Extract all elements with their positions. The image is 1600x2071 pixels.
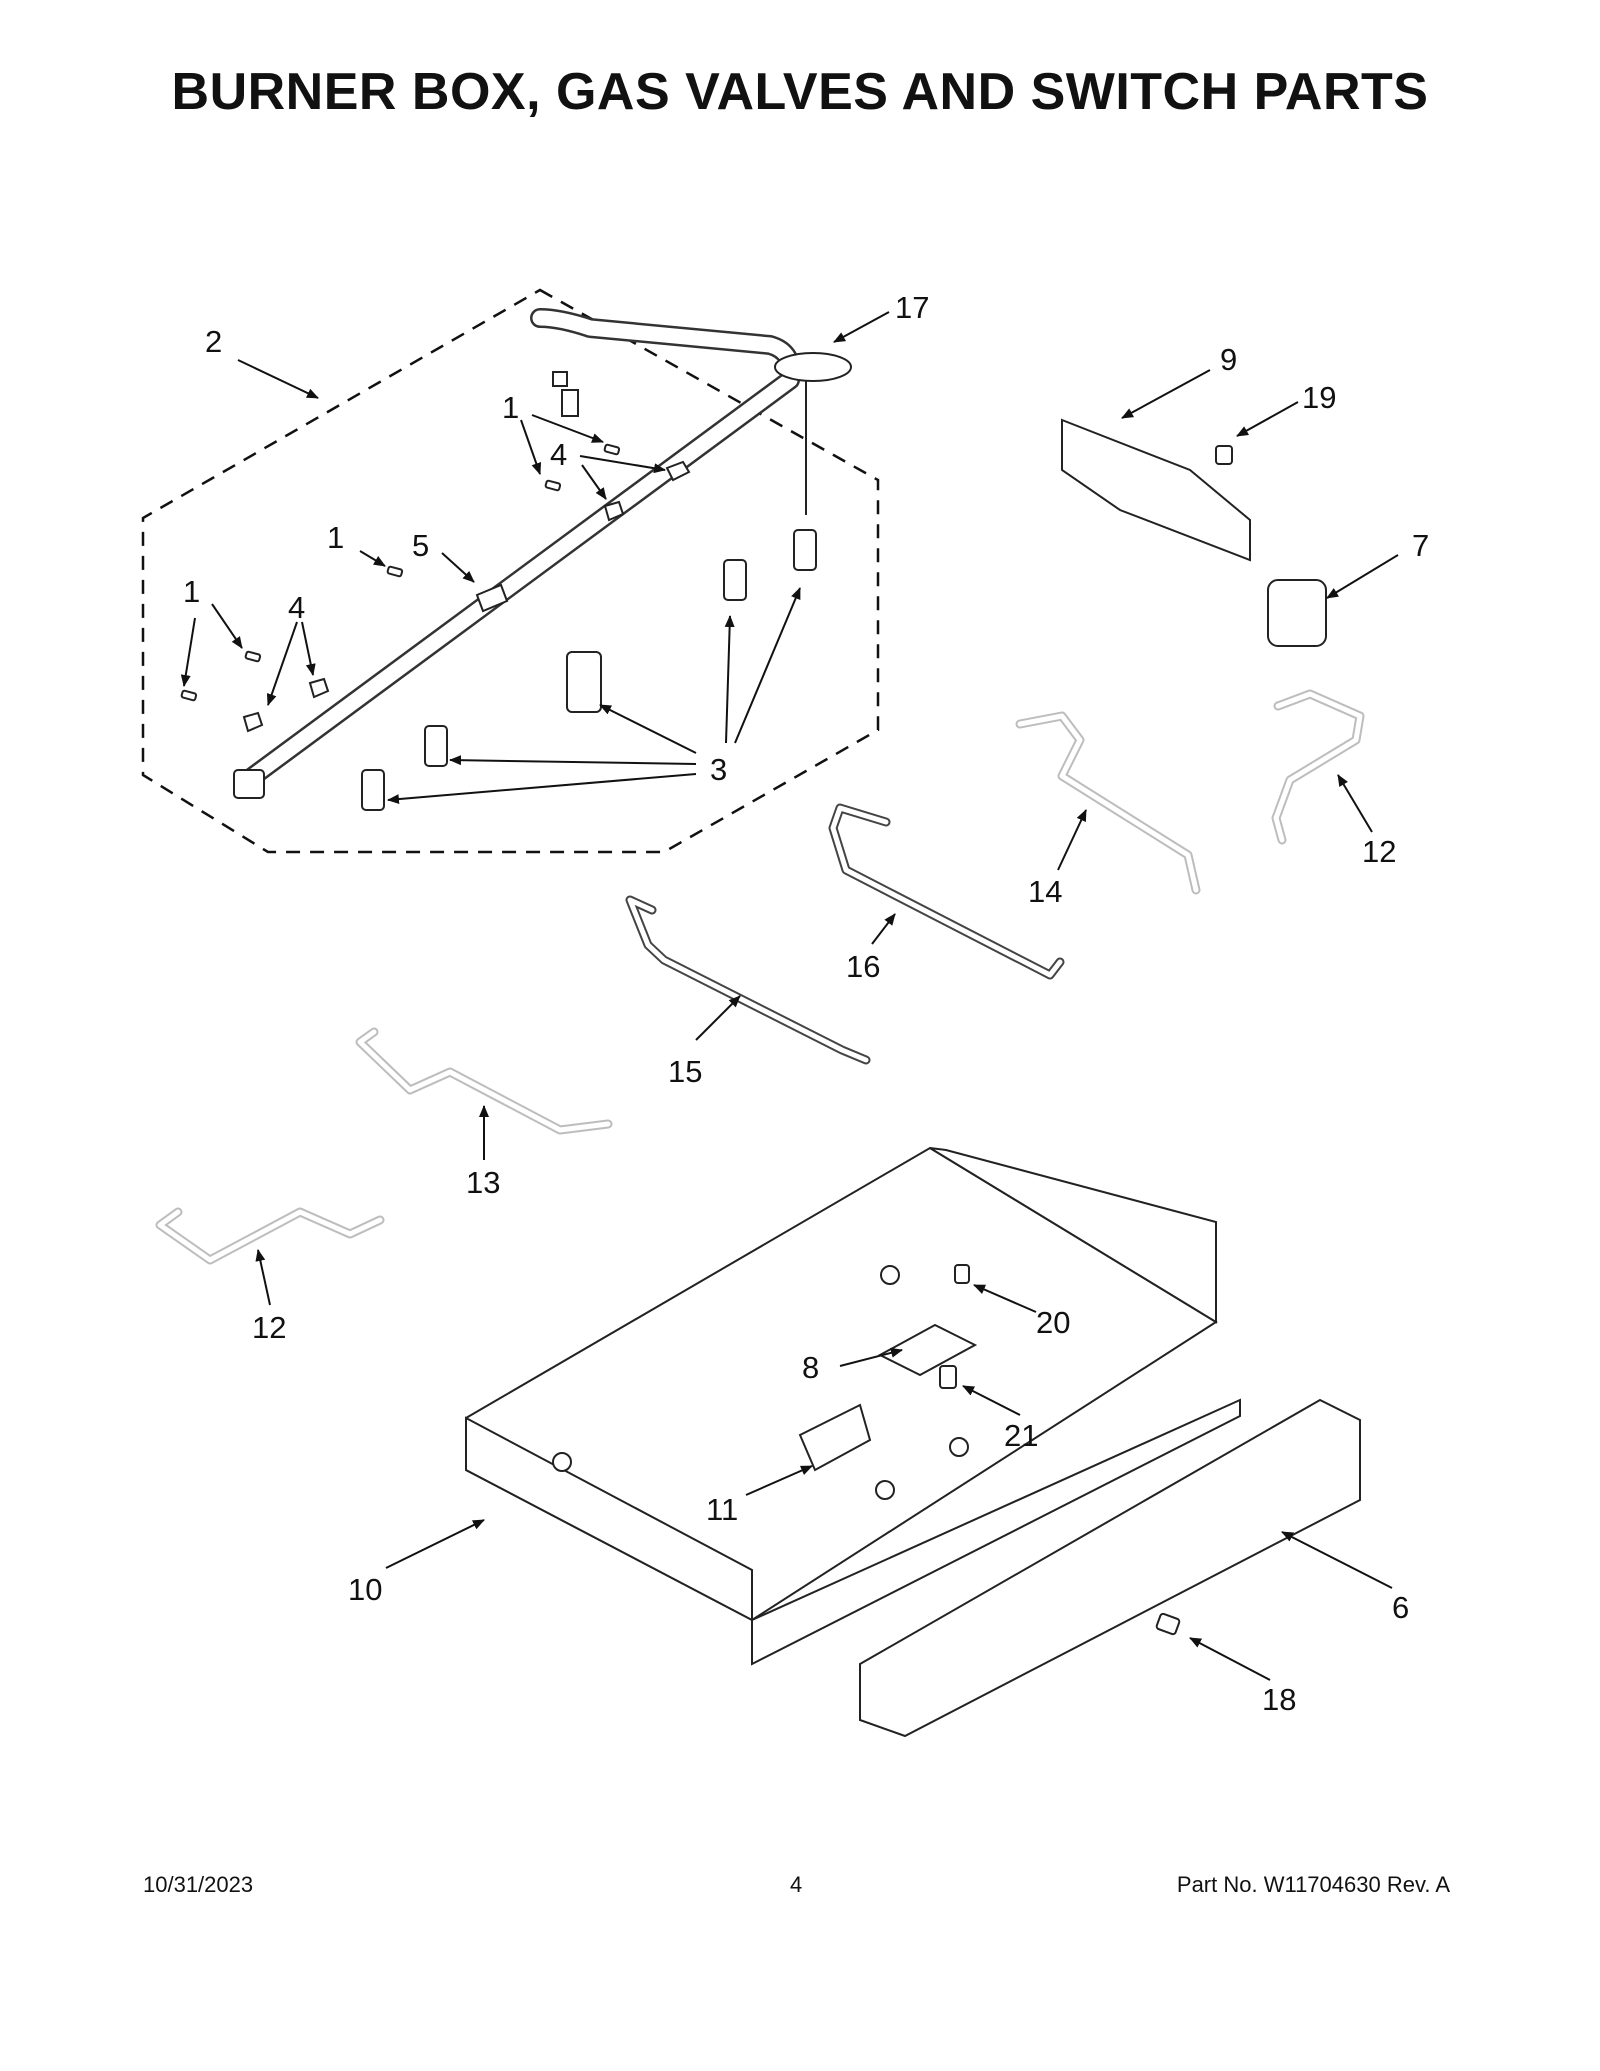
switch-bracket-part-8 bbox=[877, 1323, 978, 1377]
callout-1-top: 1 bbox=[502, 390, 519, 425]
callout-2: 2 bbox=[205, 324, 222, 359]
screw-part-19 bbox=[1215, 445, 1233, 465]
callout-15: 15 bbox=[668, 1054, 702, 1089]
screw-parts-1 bbox=[180, 443, 621, 702]
callout-4-top: 4 bbox=[550, 437, 567, 472]
clip-parts-4-5 bbox=[242, 460, 691, 733]
callout-4-left: 4 bbox=[288, 590, 305, 625]
callout-7: 7 bbox=[1412, 528, 1429, 563]
callout-3: 3 bbox=[710, 752, 727, 787]
callout-12-right: 12 bbox=[1362, 834, 1396, 869]
page-title: BURNER BOX, GAS VALVES AND SWITCH PARTS bbox=[171, 63, 1429, 121]
callout-13: 13 bbox=[466, 1165, 500, 1200]
pressure-regulator-part-7 bbox=[1267, 579, 1327, 647]
front-trim-part-6 bbox=[859, 1398, 1361, 1738]
callout-14: 14 bbox=[1028, 874, 1062, 909]
callout-1-left: 1 bbox=[183, 574, 200, 609]
screw-parts-20-21 bbox=[939, 1264, 970, 1389]
callout-8: 8 bbox=[802, 1350, 819, 1385]
switch-bracket-part-11 bbox=[798, 1403, 872, 1472]
screw-part-18 bbox=[1155, 1612, 1181, 1636]
callout-11: 11 bbox=[706, 1492, 738, 1527]
callout-1-mid: 1 bbox=[327, 520, 344, 555]
callout-18: 18 bbox=[1262, 1682, 1296, 1717]
tube-part-12-lower bbox=[155, 1207, 385, 1265]
footer-date: 10/31/2023 bbox=[143, 1872, 254, 1897]
tube-part-12-upper bbox=[1271, 689, 1365, 845]
igniter-part-17 bbox=[774, 352, 852, 515]
callout-9: 9 bbox=[1220, 342, 1237, 377]
footer-part-number: Part No. W11704630 Rev. A bbox=[1176, 1872, 1450, 1897]
manifold-assembly-outline bbox=[141, 288, 880, 854]
callout-10: 10 bbox=[348, 1572, 382, 1607]
spark-module-part-9 bbox=[1061, 418, 1251, 562]
callout-19: 19 bbox=[1302, 380, 1336, 415]
gas-valve-parts-3 bbox=[361, 529, 817, 811]
tube-part-15 bbox=[625, 895, 871, 1065]
callout-21: 21 bbox=[1004, 1418, 1038, 1453]
callout-12-left: 12 bbox=[252, 1310, 286, 1345]
leader-lines bbox=[180, 311, 1399, 1681]
footer-page-number: 4 bbox=[790, 1872, 803, 1897]
callout-17: 17 bbox=[895, 290, 929, 325]
callout-20: 20 bbox=[1036, 1305, 1070, 1340]
callout-labels: 2 17 9 19 7 1 4 1 5 1 4 3 12 14 16 15 13… bbox=[183, 290, 1429, 1717]
callout-5: 5 bbox=[412, 528, 429, 563]
callout-6: 6 bbox=[1392, 1590, 1409, 1625]
burner-box-part-10 bbox=[465, 1146, 1241, 1666]
callout-16: 16 bbox=[846, 949, 880, 984]
